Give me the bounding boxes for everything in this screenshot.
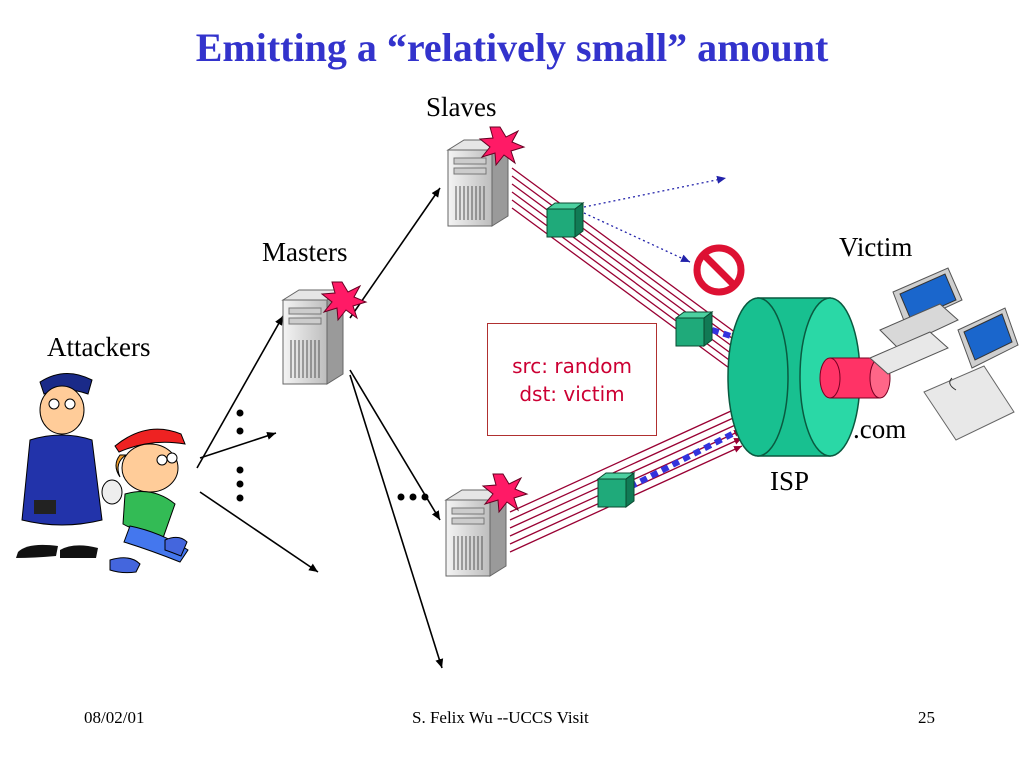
explosion-icon xyxy=(320,281,368,322)
dotcom-label: .com xyxy=(853,414,907,444)
server-icon xyxy=(444,489,508,577)
filter-box-icon xyxy=(596,472,636,508)
attacker-arrows xyxy=(196,315,319,573)
masters-label: Masters xyxy=(262,237,348,267)
server-icon xyxy=(446,139,510,227)
computer-icon xyxy=(869,267,1019,441)
ellipsis-dots xyxy=(236,409,429,502)
packet-dst: dst: victim xyxy=(519,382,625,406)
victim-label: Victim xyxy=(839,232,913,262)
slave-lower-flow xyxy=(509,405,743,553)
packet-src: src: random xyxy=(512,354,632,378)
slaves-label: Slaves xyxy=(426,92,497,122)
isp-label: ISP xyxy=(770,466,810,496)
explosion-icon xyxy=(481,473,529,514)
dotted-traffic xyxy=(583,175,727,263)
attackers-label: Attackers xyxy=(47,332,151,362)
filter-box-icon xyxy=(545,202,585,238)
packet-box: src: random dst: victim xyxy=(487,323,657,436)
master-arrows xyxy=(349,187,444,669)
filter-box-icon xyxy=(674,311,714,347)
footer-center: S. Felix Wu --UCCS Visit xyxy=(412,708,589,727)
footer-date: 08/02/01 xyxy=(84,708,145,727)
attackers-cartoon-icon xyxy=(16,373,189,574)
footer-page-number: 25 xyxy=(918,708,935,727)
server-icon xyxy=(281,289,345,385)
explosion-icon xyxy=(478,126,526,167)
attack-to-victim xyxy=(628,327,847,490)
slide-title: Emitting a “relatively small” amount xyxy=(195,25,829,70)
no-entry-icon xyxy=(693,244,745,296)
